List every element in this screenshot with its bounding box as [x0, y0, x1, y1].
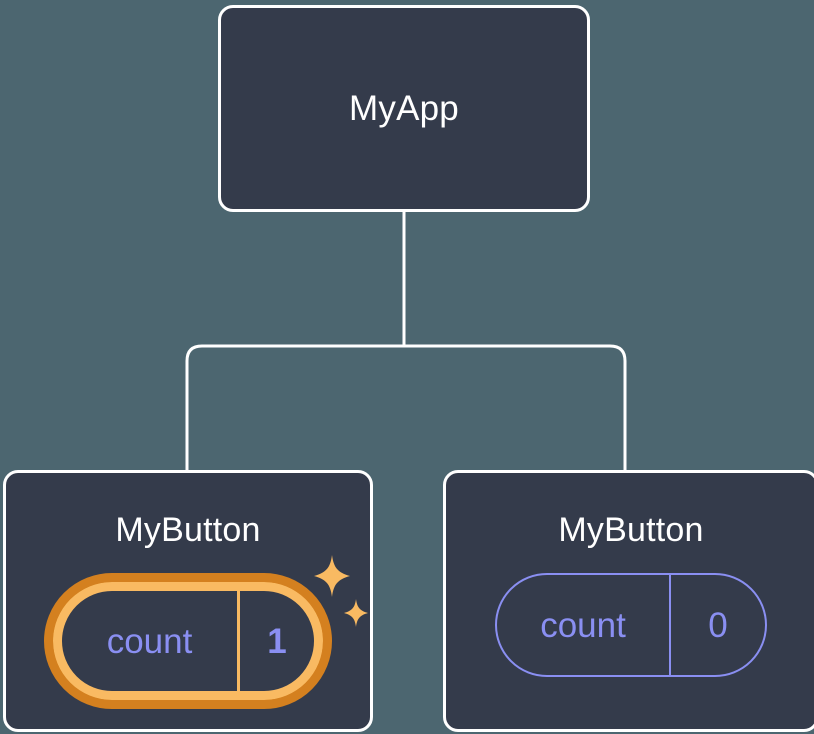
node-mybutton-left[interactable]: MyButton count 1 [3, 470, 373, 732]
node-myapp[interactable]: MyApp [218, 5, 590, 212]
state-pill-left-inner: count 1 [53, 582, 323, 700]
node-mybutton-right[interactable]: MyButton count 0 [443, 470, 814, 732]
state-pill-right[interactable]: count 0 [495, 573, 767, 677]
state-pill-left-key: count [106, 621, 193, 661]
node-mybutton-left-title: MyButton [115, 511, 261, 549]
state-pill-left-value: 1 [237, 591, 314, 691]
state-pill-left[interactable]: count 1 [44, 573, 332, 709]
node-myapp-title: MyApp [349, 89, 459, 128]
sparkle-group [310, 555, 380, 635]
sparkle-large-icon [314, 555, 350, 597]
state-pill-right-key: count [540, 605, 626, 645]
state-pill-right-wrap: count 0 [495, 573, 767, 677]
node-mybutton-right-title: MyButton [558, 511, 704, 549]
sparkle-small-icon [344, 599, 368, 627]
state-pill-right-value: 0 [669, 575, 765, 675]
state-pill-left-wrap: count 1 [44, 555, 368, 709]
connector-branch-bar [185, 344, 627, 470]
